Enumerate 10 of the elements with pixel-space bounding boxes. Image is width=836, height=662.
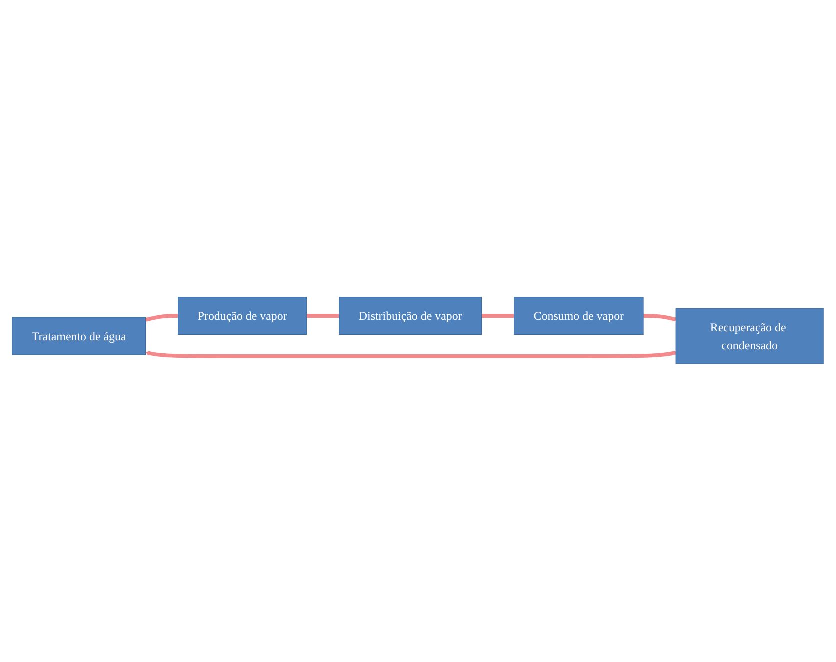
- node-box: Produção de vapor: [178, 297, 308, 336]
- connector: [145, 314, 178, 322]
- arrow: [146, 351, 676, 359]
- node-box: Distribuição de vapor: [339, 297, 482, 336]
- node-box: Recuperação de condensado: [676, 308, 824, 365]
- connector: [644, 314, 676, 322]
- node-box: Tratamento de água: [12, 318, 146, 356]
- connector: [306, 314, 340, 318]
- node-box: Consumo de vapor: [514, 297, 644, 336]
- connector: [482, 314, 514, 318]
